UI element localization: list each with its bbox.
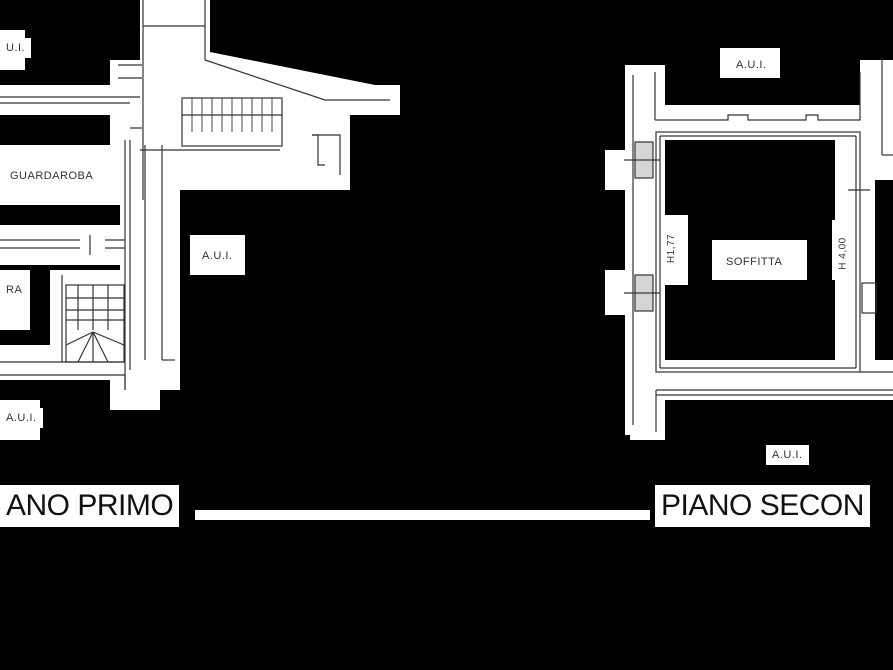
room-label-aui-top: A.U.I.	[730, 55, 773, 75]
plan-title-primo: ANO PRIMO	[0, 485, 180, 527]
room-label-camera-partial: RA	[0, 280, 29, 300]
room-label-aui-bottom: A.U.I.	[766, 445, 809, 465]
plan-title-secondo: PIANO SECON	[655, 485, 870, 527]
room-label-aui-center: A.U.I.	[196, 246, 239, 266]
room-label-soffitta: SOFFITTA	[720, 252, 789, 272]
room-label-guardaroba: GUARDAROBA	[4, 166, 100, 186]
height-label-left: H1,77	[663, 228, 681, 269]
room-label-aui-top-left: U.I.	[0, 38, 32, 58]
room-label-aui-bottom-left: A.U.I.	[0, 408, 43, 428]
height-label-right: H 4,00	[834, 232, 852, 275]
